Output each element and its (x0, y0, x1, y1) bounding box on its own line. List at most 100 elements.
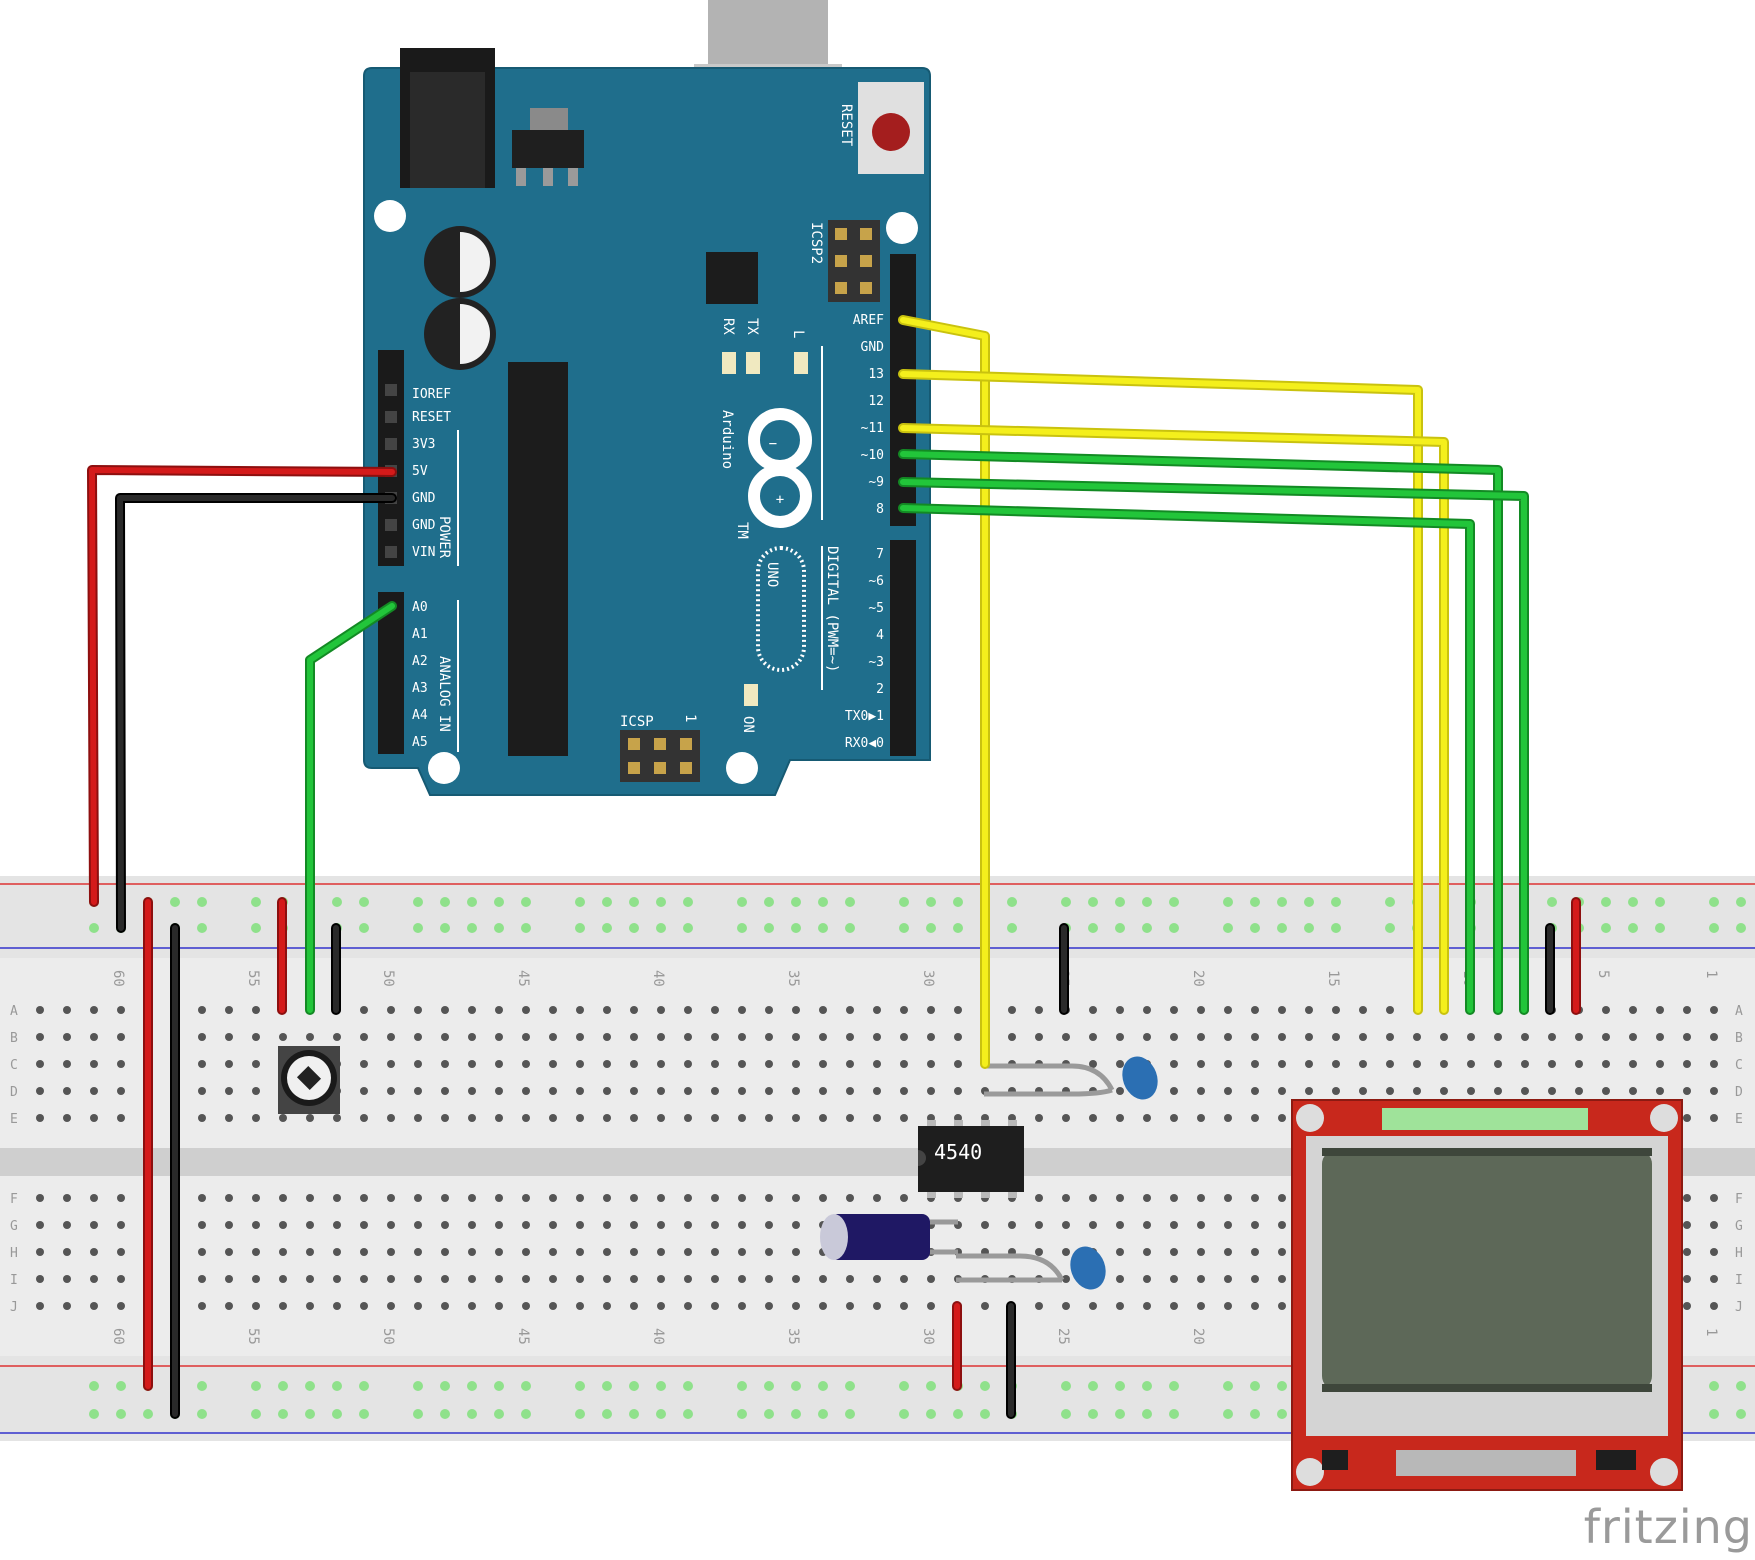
breadboard-hole[interactable] (1548, 1087, 1556, 1095)
breadboard-hole[interactable] (1089, 1194, 1097, 1202)
breadboard-hole[interactable] (90, 1006, 98, 1014)
breadboard-hole[interactable] (792, 1060, 800, 1068)
breadboard-hole[interactable] (1224, 1275, 1232, 1283)
breadboard-hole[interactable] (521, 1381, 531, 1391)
breadboard-hole[interactable] (1683, 1087, 1691, 1095)
breadboard-hole[interactable] (306, 1275, 314, 1283)
potentiometer[interactable] (278, 1046, 340, 1114)
breadboard-hole[interactable] (1413, 1033, 1421, 1041)
breadboard-hole[interactable] (1386, 1087, 1394, 1095)
breadboard-hole[interactable] (468, 1221, 476, 1229)
breadboard-hole[interactable] (305, 1381, 315, 1391)
breadboard-hole[interactable] (36, 1114, 44, 1122)
breadboard-hole[interactable] (629, 923, 639, 933)
breadboard-hole[interactable] (1736, 923, 1746, 933)
breadboard-hole[interactable] (1736, 1381, 1746, 1391)
breadboard-hole[interactable] (441, 1275, 449, 1283)
breadboard-hole[interactable] (441, 1248, 449, 1256)
breadboard-hole[interactable] (1170, 1114, 1178, 1122)
breadboard-hole[interactable] (1602, 1087, 1610, 1095)
breadboard-hole[interactable] (1251, 1248, 1259, 1256)
breadboard-hole[interactable] (1062, 1221, 1070, 1229)
breadboard-hole[interactable] (1278, 1248, 1286, 1256)
breadboard-hole[interactable] (1143, 1194, 1151, 1202)
breadboard-hole[interactable] (1629, 1087, 1637, 1095)
breadboard-hole[interactable] (1629, 1006, 1637, 1014)
breadboard-hole[interactable] (63, 1275, 71, 1283)
breadboard-hole[interactable] (711, 1248, 719, 1256)
breadboard-hole[interactable] (333, 1221, 341, 1229)
breadboard-hole[interactable] (684, 1033, 692, 1041)
breadboard-hole[interactable] (576, 1248, 584, 1256)
breadboard-hole[interactable] (467, 1381, 477, 1391)
breadboard-hole[interactable] (603, 1060, 611, 1068)
breadboard-hole[interactable] (1575, 1060, 1583, 1068)
breadboard-hole[interactable] (522, 1114, 530, 1122)
breadboard-hole[interactable] (1170, 1275, 1178, 1283)
breadboard-hole[interactable] (1629, 1060, 1637, 1068)
breadboard-hole[interactable] (845, 1381, 855, 1391)
breadboard-hole[interactable] (846, 1275, 854, 1283)
breadboard-hole[interactable] (1710, 1087, 1718, 1095)
breadboard-hole[interactable] (602, 897, 612, 907)
breadboard-hole[interactable] (1197, 1221, 1205, 1229)
breadboard-hole[interactable] (846, 1194, 854, 1202)
breadboard-hole[interactable] (359, 923, 369, 933)
breadboard-hole[interactable] (603, 1033, 611, 1041)
breadboard-hole[interactable] (791, 897, 801, 907)
breadboard-hole[interactable] (1035, 1114, 1043, 1122)
breadboard-hole[interactable] (414, 1275, 422, 1283)
breadboard-hole[interactable] (332, 1409, 342, 1419)
breadboard-hole[interactable] (980, 1381, 990, 1391)
breadboard-hole[interactable] (575, 1409, 585, 1419)
breadboard-hole[interactable] (36, 1194, 44, 1202)
breadboard-hole[interactable] (387, 1006, 395, 1014)
reset-button-cap[interactable] (872, 113, 910, 151)
breadboard-hole[interactable] (522, 1302, 530, 1310)
breadboard-hole[interactable] (1628, 897, 1638, 907)
breadboard-hole[interactable] (657, 1194, 665, 1202)
breadboard-hole[interactable] (252, 1248, 260, 1256)
breadboard-hole[interactable] (1547, 897, 1557, 907)
breadboard-hole[interactable] (1007, 923, 1017, 933)
breadboard-hole[interactable] (953, 1409, 963, 1419)
breadboard-hole[interactable] (441, 1087, 449, 1095)
breadboard-hole[interactable] (657, 1033, 665, 1041)
breadboard-hole[interactable] (1278, 1221, 1286, 1229)
breadboard-hole[interactable] (36, 1302, 44, 1310)
breadboard-hole[interactable] (1008, 1221, 1016, 1229)
breadboard-hole[interactable] (468, 1087, 476, 1095)
breadboard-hole[interactable] (494, 897, 504, 907)
breadboard-hole[interactable] (89, 923, 99, 933)
breadboard-hole[interactable] (1710, 1114, 1718, 1122)
breadboard-hole[interactable] (630, 1302, 638, 1310)
breadboard-hole[interactable] (603, 1087, 611, 1095)
breadboard-hole[interactable] (359, 1409, 369, 1419)
breadboard-hole[interactable] (1143, 1033, 1151, 1041)
breadboard-hole[interactable] (684, 1248, 692, 1256)
breadboard-hole[interactable] (1683, 1114, 1691, 1122)
breadboard-hole[interactable] (225, 1114, 233, 1122)
breadboard-hole[interactable] (711, 1114, 719, 1122)
breadboard-hole[interactable] (1278, 1087, 1286, 1095)
breadboard-hole[interactable] (603, 1006, 611, 1014)
breadboard-hole[interactable] (1359, 1060, 1367, 1068)
breadboard-hole[interactable] (522, 1087, 530, 1095)
breadboard-hole[interactable] (1628, 923, 1638, 933)
breadboard-hole[interactable] (549, 1033, 557, 1041)
breadboard-hole[interactable] (1305, 1060, 1313, 1068)
breadboard-hole[interactable] (845, 897, 855, 907)
breadboard-hole[interactable] (603, 1248, 611, 1256)
breadboard-hole[interactable] (738, 1194, 746, 1202)
breadboard-hole[interactable] (90, 1194, 98, 1202)
breadboard-hole[interactable] (900, 1033, 908, 1041)
breadboard-hole[interactable] (765, 1033, 773, 1041)
breadboard-hole[interactable] (1709, 897, 1719, 907)
breadboard-hole[interactable] (90, 1060, 98, 1068)
breadboard-hole[interactable] (252, 1114, 260, 1122)
breadboard-hole[interactable] (873, 1275, 881, 1283)
breadboard-hole[interactable] (278, 1409, 288, 1419)
breadboard-hole[interactable] (63, 1006, 71, 1014)
breadboard-hole[interactable] (198, 1006, 206, 1014)
breadboard-hole[interactable] (63, 1114, 71, 1122)
